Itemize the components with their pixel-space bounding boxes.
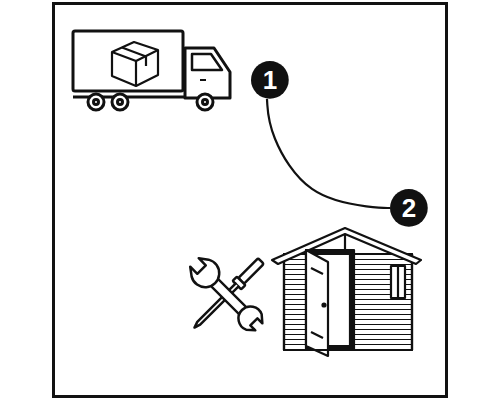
callout-circle: 2 <box>390 189 428 227</box>
shed-icon <box>272 228 421 356</box>
curved-connector <box>267 99 390 208</box>
tools-icon <box>185 253 269 337</box>
callout-number: 1 <box>263 67 277 93</box>
circle-fill <box>251 61 289 99</box>
truck-icon <box>73 31 230 110</box>
callout-circle: 1 <box>251 61 289 99</box>
frame <box>54 4 447 397</box>
circle-fill <box>390 189 428 227</box>
callout-number: 2 <box>402 195 416 221</box>
